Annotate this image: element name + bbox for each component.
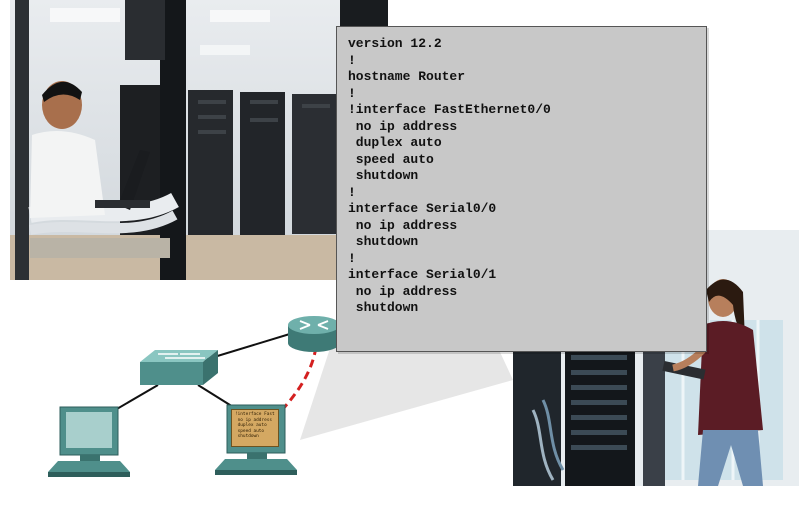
mini-line: shutdown	[235, 434, 259, 440]
config-line: duplex auto	[348, 135, 442, 150]
router-config-panel: version 12.2 ! hostname Router ! !interf…	[336, 26, 707, 352]
config-line: no ip address	[348, 217, 458, 233]
config-line: !	[348, 184, 356, 200]
config-line: no ip address	[348, 283, 458, 299]
config-line: !	[348, 250, 356, 266]
config-line: !	[348, 85, 356, 101]
mini-line: no ip address	[235, 417, 273, 423]
link-switch-pc-right	[197, 384, 239, 411]
config-line: !interface FastEthernet0/0	[348, 102, 551, 117]
pc-screen-config-preview: !interface Fast no ip address duplex aut…	[231, 409, 279, 447]
switch-icon	[140, 350, 218, 385]
config-line: !	[348, 52, 356, 68]
config-line: speed auto	[348, 151, 434, 167]
config-line: shutdown	[348, 168, 419, 183]
photo-technician-illustration	[10, 0, 388, 280]
router-icon	[288, 316, 340, 352]
link-switch-router	[177, 332, 294, 369]
console-cable	[280, 346, 318, 411]
link-switch-pc-left	[109, 384, 159, 414]
mini-line: duplex auto	[235, 423, 267, 429]
config-line: interface Serial0/1	[348, 267, 497, 282]
photo-woman-illustration	[513, 230, 799, 486]
config-line: interface Serial0/0	[348, 201, 497, 216]
config-line: no ip address	[348, 118, 458, 134]
config-line: shutdown	[348, 234, 419, 249]
pc-icon-left	[48, 406, 130, 477]
config-line: version 12.2	[348, 36, 442, 51]
mini-line: !interface Fast	[235, 412, 275, 417]
photo-technician-server-room	[10, 0, 388, 280]
config-line: shutdown	[348, 300, 419, 315]
config-line: hostname Router	[348, 69, 466, 84]
mini-line: speed auto	[235, 428, 265, 434]
